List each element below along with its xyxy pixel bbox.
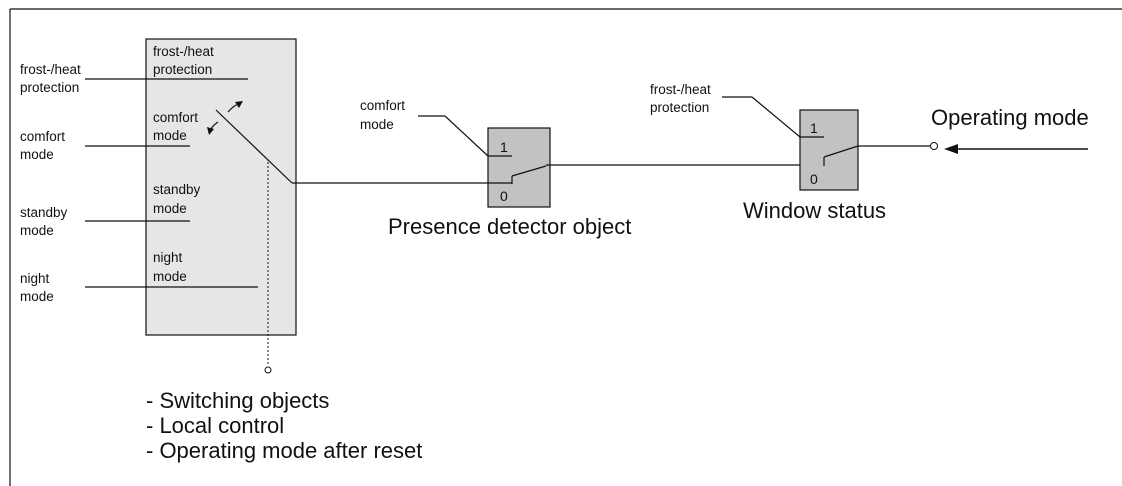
- input-comfort-label-2: mode: [20, 147, 54, 162]
- window-status-box: [799, 109, 859, 191]
- box-night-label-2: mode: [153, 269, 187, 284]
- box-standby-label-1: standby: [153, 182, 201, 197]
- window-input-diagonal: [751, 96, 801, 138]
- window-state-1: 1: [810, 120, 818, 136]
- input-comfort-label-1: comfort: [20, 129, 66, 144]
- input-night-label-1: night: [20, 271, 50, 286]
- input-night-label-2: mode: [20, 289, 54, 304]
- input-standby-label-2: mode: [20, 223, 54, 238]
- window-status-title: Window status: [743, 198, 887, 223]
- rotate-down-arrowhead: [207, 127, 214, 135]
- operating-mode-arrowhead: [944, 144, 958, 154]
- selector-switch-arm: [215, 109, 293, 184]
- window-state-0: 0: [810, 171, 818, 187]
- presence-input-label-2: mode: [360, 117, 394, 132]
- window-input-label-1: frost-/heat: [650, 82, 711, 97]
- window-input-label-2: protection: [650, 100, 710, 115]
- window-switch-blade: [823, 145, 859, 158]
- presence-input-diagonal: [444, 115, 489, 157]
- presence-state-1: 1: [500, 139, 508, 155]
- note-operating-mode-after-reset: - Operating mode after reset: [146, 438, 423, 463]
- box-standby-label-2: mode: [153, 201, 187, 216]
- presence-state-0: 0: [500, 188, 508, 204]
- box-frost-heat-label-1: frost-/heat: [153, 44, 214, 59]
- mode-selector-box: [145, 38, 297, 336]
- control-terminal-circle: [264, 366, 272, 374]
- box-night-label-1: night: [153, 250, 183, 265]
- input-standby-label-1: standby: [20, 205, 68, 220]
- presence-switch-blade: [511, 165, 547, 177]
- operating-mode-terminal: [930, 142, 938, 150]
- box-comfort-label-2: mode: [153, 128, 187, 143]
- box-frost-heat-label-2: protection: [153, 62, 213, 77]
- operating-mode-label: Operating mode: [931, 105, 1089, 130]
- presence-input-label-1: comfort: [360, 98, 406, 113]
- rotate-up-arrowhead: [235, 101, 243, 108]
- note-switching-objects: - Switching objects: [146, 388, 330, 413]
- reset-notes: - Switching objects - Local control - Op…: [146, 388, 422, 463]
- presence-detector-title: Presence detector object: [388, 214, 632, 239]
- note-local-control: - Local control: [146, 413, 285, 438]
- box-comfort-label-1: comfort: [153, 110, 199, 125]
- input-frost-heat-label-2: protection: [20, 80, 80, 95]
- input-frost-heat-label-1: frost-/heat: [20, 62, 81, 77]
